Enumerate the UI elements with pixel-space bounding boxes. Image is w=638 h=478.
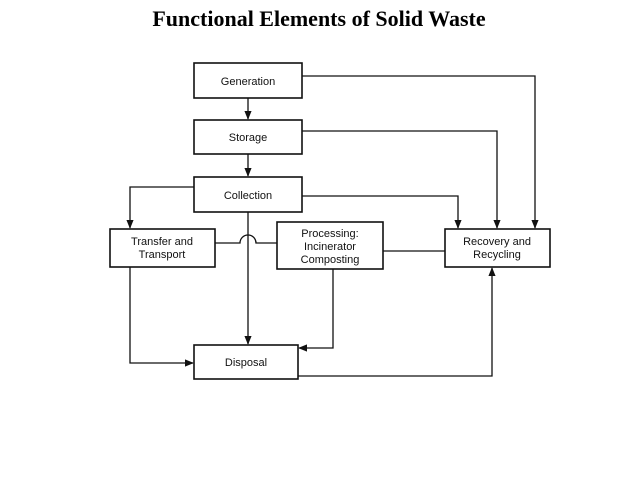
node-recovery-label-line2: Recycling bbox=[473, 249, 521, 261]
edge-processing-disposal bbox=[298, 269, 334, 352]
edge-transfer-processing bbox=[215, 234, 277, 244]
node-transfer-label-line1: Transfer and bbox=[131, 236, 193, 248]
node-storage: Storage bbox=[193, 119, 303, 155]
edge-disposal-recovery bbox=[298, 267, 496, 377]
node-storage-label: Storage bbox=[229, 132, 268, 144]
node-processing-label-line3: Composting bbox=[301, 254, 360, 266]
edge-collection-recovery bbox=[302, 195, 462, 229]
node-collection-label: Collection bbox=[224, 190, 272, 202]
diagram-title: Functional Elements of Solid Waste bbox=[152, 6, 486, 31]
node-disposal-label: Disposal bbox=[225, 357, 267, 369]
node-generation-label: Generation bbox=[221, 76, 275, 88]
node-processing: Processing: Incinerator Composting bbox=[276, 221, 384, 270]
node-collection: Collection bbox=[193, 176, 303, 213]
node-generation: Generation bbox=[193, 62, 303, 99]
node-processing-label-line2: Incinerator bbox=[304, 241, 356, 253]
edge-transfer-disposal bbox=[129, 267, 194, 367]
edge-generation-recovery bbox=[302, 75, 539, 229]
node-transfer-label-line2: Transport bbox=[139, 249, 186, 261]
node-recovery-label-line1: Recovery and bbox=[463, 236, 531, 248]
node-transfer-transport: Transfer and Transport bbox=[109, 228, 216, 268]
edge-storage-recovery bbox=[302, 130, 501, 229]
node-disposal: Disposal bbox=[193, 344, 299, 380]
edge-collection-transfer bbox=[126, 186, 194, 229]
node-processing-label-line1: Processing: bbox=[301, 228, 358, 240]
node-recovery-recycling: Recovery and Recycling bbox=[444, 228, 551, 268]
